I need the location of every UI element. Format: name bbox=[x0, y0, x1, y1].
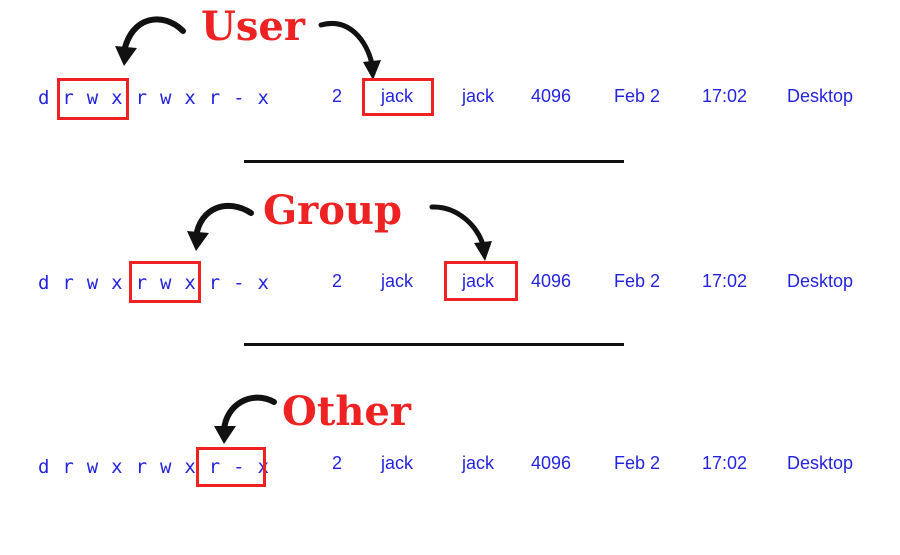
file-name: Desktop bbox=[787, 453, 854, 473]
modified-date: Feb 2 bbox=[614, 271, 661, 291]
perm-char: r bbox=[135, 272, 148, 294]
perm-char: d bbox=[38, 456, 50, 478]
file-size: 4096 bbox=[531, 271, 572, 291]
perm-char: - bbox=[233, 456, 245, 478]
user-label: User bbox=[201, 3, 305, 50]
perm-char: r bbox=[62, 456, 74, 478]
perm-char: w bbox=[159, 87, 172, 109]
separator-line bbox=[244, 160, 624, 163]
owner-name: jack bbox=[381, 86, 414, 106]
perm-char: r bbox=[208, 456, 221, 478]
other-label: Other bbox=[282, 388, 411, 435]
modified-time: 17:02 bbox=[702, 271, 748, 291]
perm-char: x bbox=[257, 272, 269, 294]
owner-name: jack bbox=[381, 453, 414, 473]
perm-char: r bbox=[62, 87, 74, 109]
perm-char: r bbox=[208, 272, 221, 294]
perm-char: w bbox=[86, 272, 99, 294]
group-name: jack bbox=[462, 86, 495, 106]
perm-char: r bbox=[208, 87, 221, 109]
modified-date: Feb 2 bbox=[614, 453, 661, 473]
modified-time: 17:02 bbox=[702, 86, 748, 106]
perm-char: x bbox=[111, 87, 123, 109]
file-size: 4096 bbox=[531, 86, 572, 106]
modified-time: 17:02 bbox=[702, 453, 748, 473]
file-size: 4096 bbox=[531, 453, 572, 473]
perm-char: w bbox=[159, 456, 172, 478]
perm-char: r bbox=[62, 272, 74, 294]
link-count: 2 bbox=[332, 453, 343, 473]
perm-char: w bbox=[86, 456, 99, 478]
link-count: 2 bbox=[332, 86, 343, 106]
perm-char: r bbox=[135, 456, 148, 478]
perm-char: d bbox=[38, 272, 50, 294]
perm-char: w bbox=[86, 87, 99, 109]
perm-char: - bbox=[233, 272, 245, 294]
perm-char: x bbox=[257, 456, 269, 478]
perm-char: r bbox=[135, 87, 148, 109]
perm-char: x bbox=[184, 272, 196, 294]
perm-char: x bbox=[257, 87, 269, 109]
perm-char: - bbox=[233, 87, 245, 109]
perm-char: x bbox=[111, 456, 123, 478]
perm-char: x bbox=[184, 456, 196, 478]
owner-name: jack bbox=[381, 271, 414, 291]
group-name: jack bbox=[462, 271, 495, 291]
separator-line bbox=[244, 343, 624, 346]
group-name: jack bbox=[462, 453, 495, 473]
perm-char: x bbox=[111, 272, 123, 294]
file-name: Desktop bbox=[787, 271, 854, 291]
modified-date: Feb 2 bbox=[614, 86, 661, 106]
perm-char: d bbox=[38, 87, 50, 109]
group-label: Group bbox=[263, 187, 402, 234]
perm-char: x bbox=[184, 87, 196, 109]
perm-char: w bbox=[159, 272, 172, 294]
file-name: Desktop bbox=[787, 86, 854, 106]
link-count: 2 bbox=[332, 271, 343, 291]
